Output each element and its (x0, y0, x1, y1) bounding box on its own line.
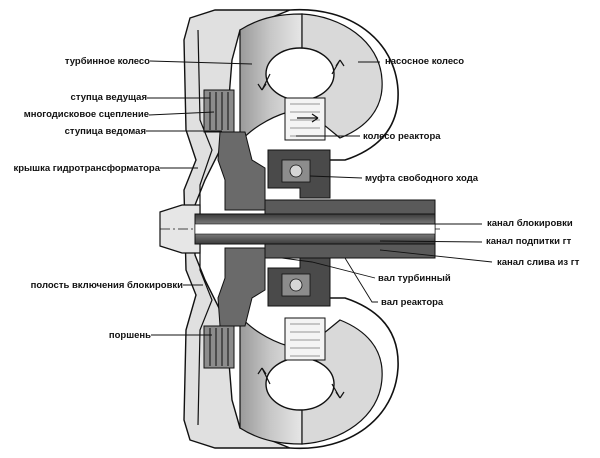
clutch-pack-lower (203, 325, 235, 369)
hub-upper (217, 131, 266, 211)
pump-shell-lower (289, 297, 399, 450)
label-multidisc-clutch: многодисковое сцепление (23, 109, 149, 120)
label-lockup-channel: канал блокировки (487, 218, 573, 229)
label-driven-hub: ступица ведомая (64, 126, 146, 137)
torus-core-upper (265, 47, 335, 101)
label-feed-channel: канал подпитки гт (486, 236, 572, 247)
label-turbine-wheel: турбинное колесо (64, 56, 150, 67)
clutch-pack-upper (203, 89, 235, 133)
torus-core-lower (265, 357, 335, 411)
label-reactor-wheel: колесо реактора (363, 131, 441, 142)
pump-shell-upper (289, 8, 399, 161)
label-lockup-cavity: полость включения блокировки (30, 280, 183, 291)
reactor-blade-lower (284, 317, 326, 361)
label-converter-cover: крышка гидротрансформатора (13, 163, 161, 174)
label-drive-hub: ступца ведущая (70, 92, 147, 103)
label-reactor-shaft: вал реактора (381, 297, 444, 308)
reactor-blade-upper (284, 97, 326, 141)
label-pump-wheel: насосное колесо (385, 56, 465, 67)
label-turbine-shaft: вал турбинный (378, 273, 451, 284)
reactor-shaft (264, 199, 436, 215)
label-freewheel-clutch: муфта свободного хода (365, 173, 479, 184)
hub-lower (217, 247, 266, 327)
leader-lines (146, 60, 493, 336)
label-piston: поршень (108, 330, 151, 341)
label-drain-channel: канал слива из гт (497, 257, 580, 268)
